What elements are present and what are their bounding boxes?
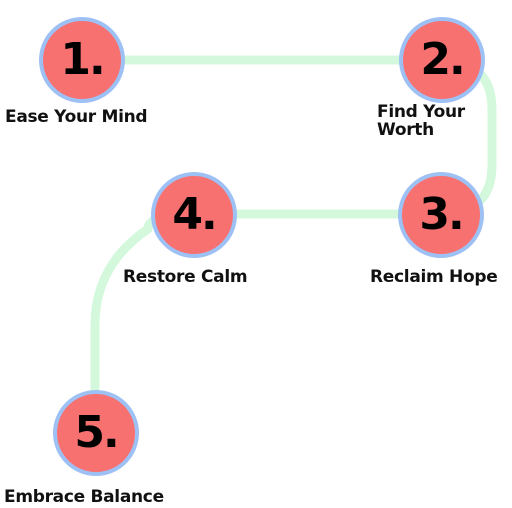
step-5-number: 5.: [74, 407, 119, 458]
step-4-circle: 4.: [151, 172, 237, 258]
step-3-label: Reclaim Hope: [370, 267, 498, 287]
step-1-label: Ease Your Mind: [5, 107, 148, 127]
step-1-circle: 1.: [39, 17, 125, 103]
step-2-circle: 2.: [399, 17, 485, 103]
step-3-circle: 3.: [398, 172, 484, 258]
step-4-label: Restore Calm: [123, 267, 248, 287]
step-5-circle: 5.: [53, 390, 139, 476]
step-5-label: Embrace Balance: [4, 487, 164, 507]
step-4-number: 4.: [172, 189, 217, 240]
step-1-number: 1.: [60, 34, 105, 85]
step-2-number: 2.: [420, 34, 465, 85]
step-2-label: Find Your Worth: [377, 102, 465, 140]
step-3-number: 3.: [419, 189, 464, 240]
